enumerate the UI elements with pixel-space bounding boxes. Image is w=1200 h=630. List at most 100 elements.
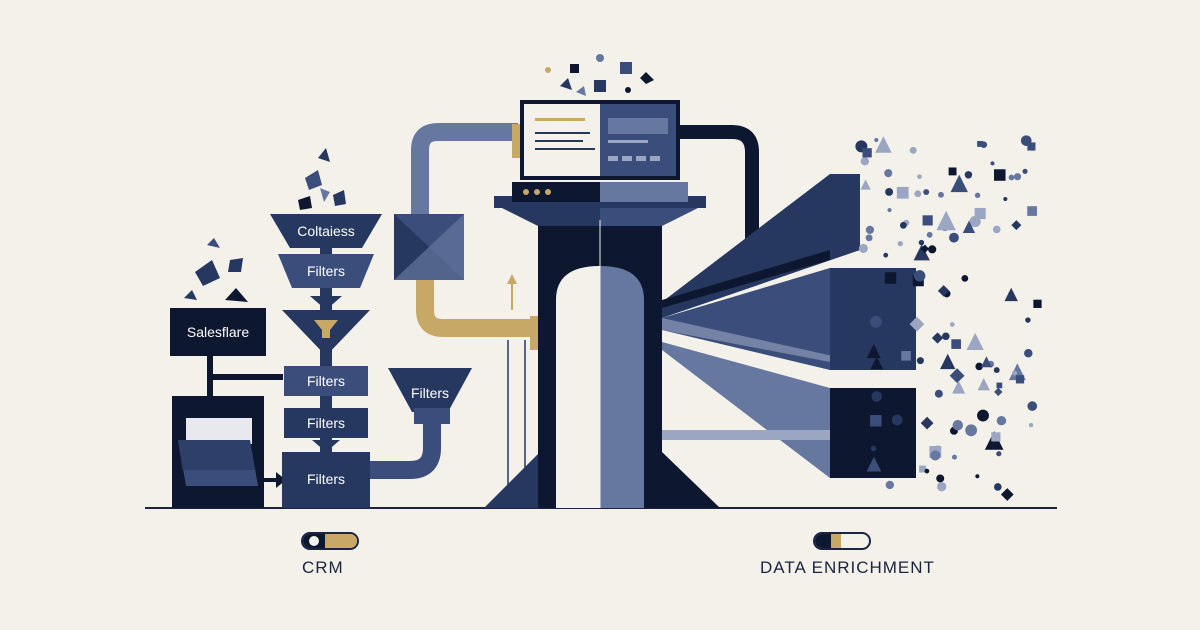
particle-icon xyxy=(949,368,965,384)
enrichment-toggle-accent xyxy=(831,534,841,548)
particle-icon xyxy=(922,215,933,226)
chevron-down-icon-2 xyxy=(312,440,340,452)
particle-icon xyxy=(917,174,922,179)
particle-icon xyxy=(975,474,980,479)
particle-icon xyxy=(961,275,969,282)
particle-icon xyxy=(919,465,926,473)
particle-icon xyxy=(952,419,964,431)
enrichment-toggle[interactable] xyxy=(813,532,871,550)
indicator-light xyxy=(534,189,540,195)
particle-icon xyxy=(1025,317,1031,323)
filter-label-3: Filters xyxy=(307,415,345,431)
particle-icon xyxy=(966,332,984,351)
particle-icon xyxy=(895,293,903,302)
particle-icon xyxy=(996,451,1002,457)
particle-icon xyxy=(1024,348,1033,358)
particle-icon xyxy=(920,416,934,430)
folder-icon xyxy=(172,396,264,508)
filter-stage-4 xyxy=(282,452,370,508)
particle-icon xyxy=(1027,206,1037,216)
particle-icon xyxy=(977,378,990,391)
particle-icon xyxy=(865,225,875,234)
particle-icon xyxy=(977,141,983,147)
particle-icon xyxy=(891,414,903,426)
particle-icon xyxy=(937,285,950,297)
filter-label-4: Filters xyxy=(307,471,345,487)
falling-shapes-top xyxy=(545,54,654,96)
output-beams xyxy=(662,174,916,478)
particle-icon xyxy=(887,207,892,213)
particle-icon xyxy=(931,332,944,344)
particle-icon xyxy=(865,234,873,242)
particle-icon xyxy=(975,362,983,371)
particle-icon xyxy=(993,367,1000,374)
filter-stage-1 xyxy=(278,254,374,288)
particle-icon xyxy=(1003,196,1008,202)
filter-stage-2 xyxy=(284,366,368,396)
particle-icon xyxy=(866,344,881,359)
particle-icon xyxy=(900,221,907,229)
particle-icon xyxy=(1027,401,1038,411)
particle-icon xyxy=(1033,299,1042,308)
particle-icon xyxy=(965,424,978,437)
particle-icon xyxy=(860,156,870,166)
particle-icon xyxy=(942,332,950,341)
particle-icon xyxy=(869,315,882,328)
crm-toggle[interactable] xyxy=(301,532,359,550)
particle-icon xyxy=(920,244,930,254)
salesflare-label: Salesflare xyxy=(187,324,249,340)
filter-stage-3 xyxy=(284,408,368,438)
particle-icon xyxy=(950,174,968,193)
particle-icon xyxy=(1022,168,1028,174)
filter-label-2: Filters xyxy=(307,373,345,389)
particle-icon xyxy=(870,356,884,370)
particle-icon xyxy=(914,270,926,282)
particle-icon xyxy=(936,474,945,483)
particle-icon xyxy=(923,189,930,196)
particle-icon xyxy=(936,210,956,231)
particle-icon xyxy=(884,272,897,284)
particle-icon xyxy=(862,148,872,158)
particle-icon xyxy=(934,389,943,398)
particle-icon xyxy=(870,415,882,427)
funnel-top-label: Coltaiess xyxy=(297,223,355,239)
particle-icon xyxy=(994,169,1006,181)
caption-crm: CRM xyxy=(302,558,344,577)
particle-icon xyxy=(1028,422,1034,428)
particle-icon xyxy=(991,432,1001,442)
particle-icon xyxy=(949,322,955,327)
particle-icon xyxy=(996,382,1003,389)
processing-tower xyxy=(484,196,720,508)
particle-icon xyxy=(937,481,947,492)
particle-icon xyxy=(924,468,930,474)
particle-icon xyxy=(1004,287,1018,302)
particle-icon xyxy=(992,225,1001,234)
particle-icon xyxy=(974,207,986,220)
particle-icon xyxy=(964,171,973,179)
particle-icon xyxy=(977,409,989,422)
falling-shapes-left xyxy=(184,148,346,302)
particle-icon xyxy=(884,169,893,178)
particle-icon xyxy=(916,357,924,365)
particle-icon xyxy=(898,304,908,314)
crm-toggle-knob xyxy=(309,536,319,546)
hopper-box xyxy=(394,214,464,280)
particle-icon xyxy=(928,245,937,254)
particle-icon xyxy=(1008,174,1015,181)
particle-icon xyxy=(857,355,863,361)
funnel-top xyxy=(270,214,382,248)
particle-icon xyxy=(858,243,868,253)
chevron-down-icon xyxy=(310,296,342,310)
particle-icon xyxy=(909,316,925,332)
particle-icon xyxy=(990,161,995,166)
arrow-right-icon xyxy=(276,472,286,488)
particle-icon xyxy=(949,232,959,243)
particle-icon xyxy=(962,220,976,234)
particle-icon xyxy=(896,186,909,199)
particle-icon xyxy=(897,240,903,247)
particle-icon xyxy=(938,191,944,198)
particle-icon xyxy=(1020,135,1032,146)
caption-data-enrichment: DATA ENRICHMENT xyxy=(760,558,935,577)
particle-icon xyxy=(980,356,992,368)
